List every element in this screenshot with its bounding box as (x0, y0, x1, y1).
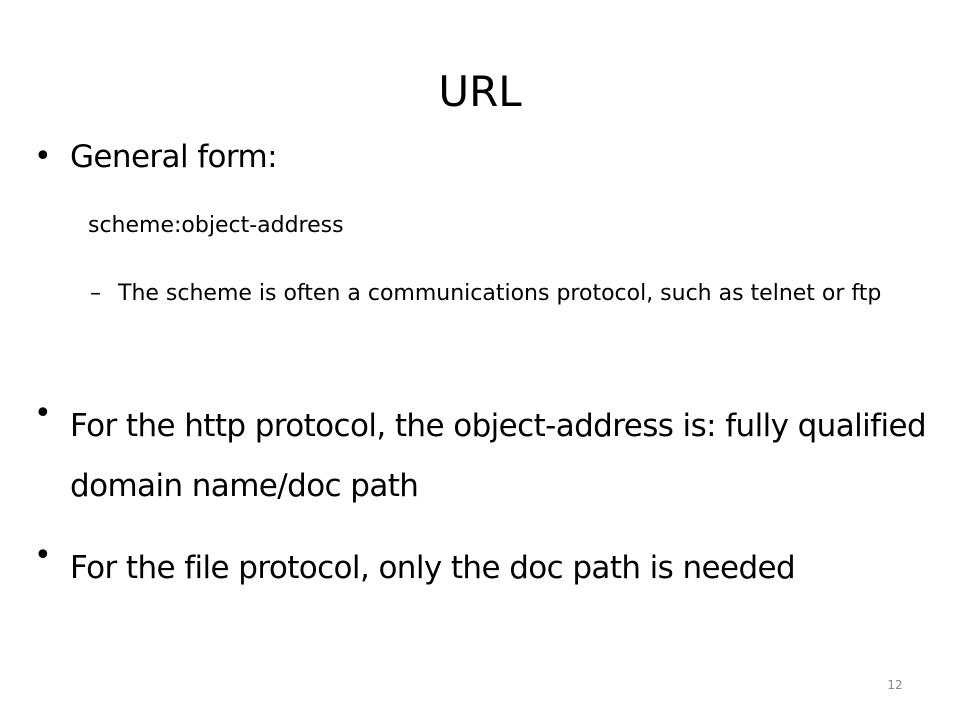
bullet-marker: • (34, 139, 52, 174)
bullet-file-protocol: • For the file protocol, only the doc pa… (34, 538, 934, 598)
bullet-http-protocol: • For the http protocol, the object-addr… (34, 396, 934, 516)
bullet-general-form: • General form: (34, 128, 934, 186)
bullet-marker: • (34, 538, 52, 573)
sub-bullet-scheme: – The scheme is often a communications p… (90, 274, 890, 322)
bullet-text: General form: (70, 139, 278, 175)
sub-bullet-text: The scheme is often a communications pro… (118, 281, 882, 306)
bullet-marker: • (34, 396, 52, 431)
general-form-line: scheme:object-address (88, 213, 344, 238)
bullet-text: For the file protocol, only the doc path… (70, 550, 796, 586)
page-number: 12 (887, 678, 903, 692)
slide-title: URL (438, 67, 522, 116)
sub-bullet-marker: – (90, 281, 101, 306)
bullet-text: For the http protocol, the object-addres… (70, 408, 927, 504)
